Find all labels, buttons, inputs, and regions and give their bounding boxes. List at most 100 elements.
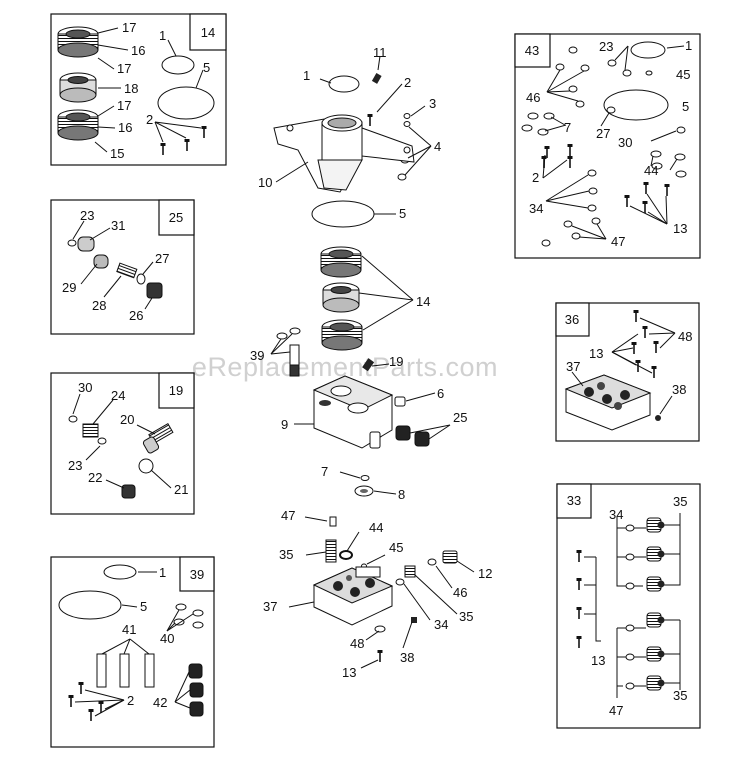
seal-17-16-top — [57, 26, 99, 58]
label-5: 5 — [399, 206, 406, 221]
retainer-18 — [59, 72, 97, 103]
plug-25a — [395, 425, 411, 441]
label-35: 35 — [673, 688, 687, 703]
o-ring-44 — [339, 550, 353, 560]
plug-26 — [146, 282, 163, 299]
label-40: 40 — [160, 631, 174, 646]
box-14-title: 14 — [201, 25, 215, 40]
spring-35b — [404, 565, 416, 578]
label-15: 15 — [110, 146, 124, 161]
plug-25b — [414, 431, 430, 447]
label-38: 38 — [400, 650, 414, 665]
nipple-20 — [142, 422, 174, 454]
box-25-title: 25 — [169, 210, 183, 225]
label-2: 2 — [146, 112, 153, 127]
label-34: 34 — [529, 201, 543, 216]
piston-41b — [119, 653, 130, 688]
spring-42a — [188, 663, 203, 679]
box-36: 36 48 13 37 38 — [555, 302, 700, 442]
label-21: 21 — [174, 482, 188, 497]
o-ring-40d — [192, 621, 204, 629]
label-37: 37 — [566, 359, 580, 374]
label-11: 11 — [373, 45, 387, 60]
label-38: 38 — [672, 382, 686, 397]
label-14: 14 — [416, 294, 430, 309]
label-2: 2 — [127, 693, 134, 708]
label-16: 16 — [118, 120, 132, 135]
label-47: 47 — [281, 508, 295, 523]
box-39: 39 1 5 41 40 2 42 — [50, 556, 215, 748]
upper-valve-group — [616, 513, 681, 592]
label-5: 5 — [203, 60, 210, 75]
label-44: 44 — [369, 520, 383, 535]
box-39-title-tab — [179, 556, 215, 592]
o-ring-23 — [97, 437, 107, 445]
label-24: 24 — [111, 388, 125, 403]
label-5: 5 — [140, 599, 147, 614]
spring-24 — [82, 423, 99, 438]
label-7: 7 — [321, 464, 328, 479]
label-27: 27 — [596, 126, 610, 141]
label-25: 25 — [453, 410, 467, 425]
label-1: 1 — [303, 68, 310, 83]
o-ring-40b — [192, 609, 204, 617]
label-34: 34 — [609, 507, 623, 522]
label-1: 1 — [159, 28, 166, 43]
bolt-2 — [367, 114, 373, 126]
label-42: 42 — [153, 695, 167, 710]
o-ring-5 — [58, 590, 122, 620]
label-23: 23 — [80, 208, 94, 223]
label-4: 4 — [434, 139, 441, 154]
o-ring-27 — [136, 273, 146, 285]
box-43-title: 43 — [525, 43, 539, 58]
plug-19 — [362, 358, 375, 372]
o-ring-23 — [67, 239, 77, 247]
plug-11 — [371, 73, 382, 84]
label-35: 35 — [673, 494, 687, 509]
label-39: 39 — [250, 348, 264, 363]
label-17: 17 — [117, 61, 131, 76]
label-13: 13 — [589, 346, 603, 361]
label-13: 13 — [673, 221, 687, 236]
valve-29 — [93, 254, 109, 269]
o-ring-7 — [360, 475, 370, 481]
label-28: 28 — [92, 298, 106, 313]
label-20: 20 — [120, 412, 134, 427]
piston-41a — [96, 653, 107, 688]
label-23: 23 — [68, 458, 82, 473]
label-35: 35 — [279, 547, 293, 562]
o-ring-48 — [374, 625, 386, 633]
label-2: 2 — [404, 75, 411, 90]
label-8: 8 — [398, 487, 405, 502]
box-43-title-tab — [514, 33, 551, 68]
box-33: 33 — [556, 483, 701, 729]
label-27: 27 — [155, 251, 169, 266]
label-17: 17 — [117, 98, 131, 113]
spring-35 — [325, 539, 337, 563]
o-ring-1 — [630, 41, 666, 59]
label-30: 30 — [78, 380, 92, 395]
box-19-title-tab — [158, 372, 195, 409]
label-5: 5 — [682, 99, 689, 114]
box-36-title: 36 — [565, 312, 579, 327]
label-3: 3 — [429, 96, 436, 111]
label-30: 30 — [618, 135, 632, 150]
seal-17-16-bottom — [57, 109, 99, 141]
label-1: 1 — [685, 38, 692, 53]
o-ring-5 — [157, 86, 215, 120]
label-48: 48 — [678, 329, 692, 344]
box-25-title-tab — [158, 199, 195, 236]
label-9: 9 — [281, 417, 288, 432]
o-ring-40a — [175, 603, 187, 611]
spring-42c — [189, 701, 204, 717]
label-18: 18 — [124, 81, 138, 96]
label-10: 10 — [258, 175, 272, 190]
label-31: 31 — [111, 218, 125, 233]
o-ring-1 — [328, 75, 360, 93]
o-ring-5 — [603, 89, 669, 121]
box-43: 43 — [514, 33, 701, 259]
bolt-13 — [377, 650, 383, 662]
box-39-title: 39 — [190, 567, 204, 582]
box-14: 14 17 16 17 18 17 16 15 1 5 2 — [50, 13, 227, 166]
